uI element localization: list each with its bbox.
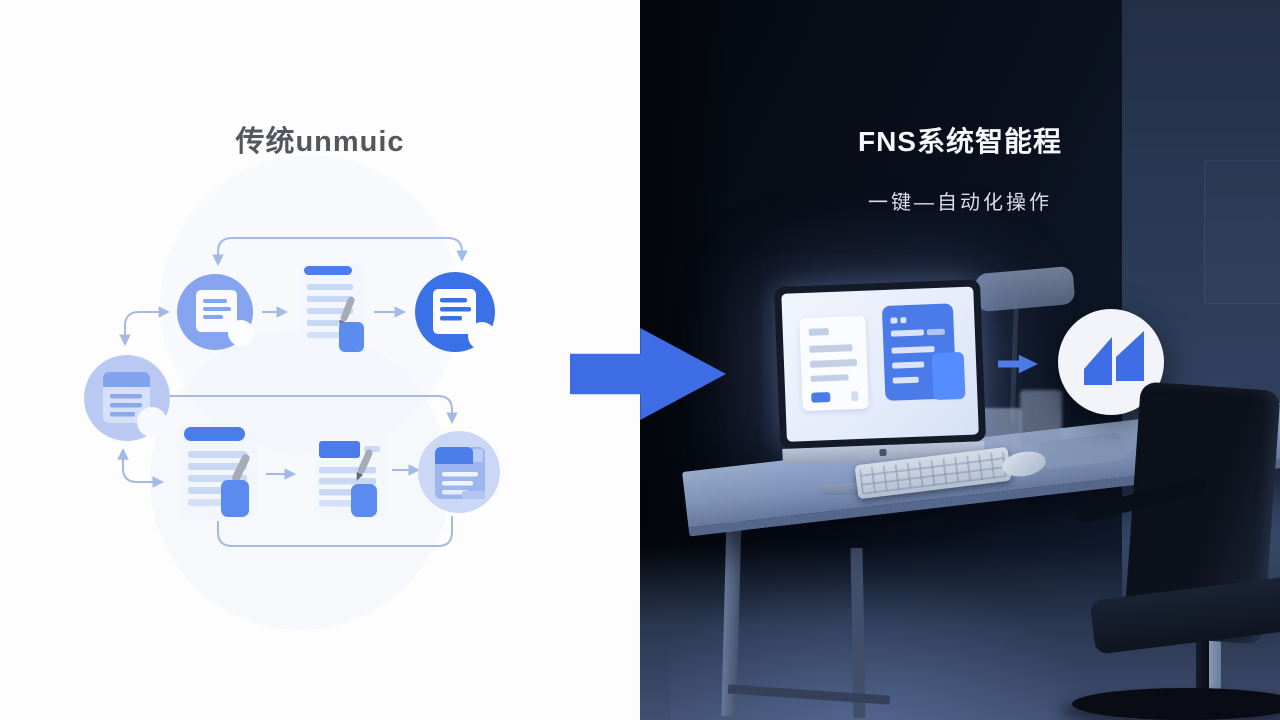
fns-panel: FNS系统智能程 一键—自动化操作 [640,0,1280,720]
fns-heading: FNS系统智能程 [857,126,1062,157]
flow-connectors [117,237,468,547]
workflow-diagram [84,155,500,630]
fns-subheading: 一键—自动化操作 [868,192,1052,214]
monitor-logo-dot [879,448,887,457]
flow-node-doc-edit-2 [180,424,257,520]
flow-node-doc-edit [300,264,365,352]
small-right-arrow-icon [998,354,1038,374]
screen-card-extension [931,352,966,401]
flow-node-doc-badge-pale [84,355,170,441]
monitor-screen [781,286,979,442]
flow-node-doc-badge-medium [177,274,254,350]
traditional-panel: 传统unmuic [84,126,500,630]
desk-lamp-icon [974,265,1076,313]
screen-card-form [799,315,869,412]
flow-node-doc-badge-strong [415,272,496,352]
flow-node-doc-pale [418,431,500,513]
background-tint [150,155,460,630]
chair-post [1196,638,1209,694]
flow-node-doc-edit-highlight [313,431,386,519]
chair-base [1072,688,1280,720]
wall-inset-panel [1204,160,1280,304]
desk-gadget [1020,390,1062,446]
traditional-heading: 传统unmuic [235,126,405,158]
brand-logo-icon [1084,331,1144,385]
monitor-bezel [774,279,987,450]
